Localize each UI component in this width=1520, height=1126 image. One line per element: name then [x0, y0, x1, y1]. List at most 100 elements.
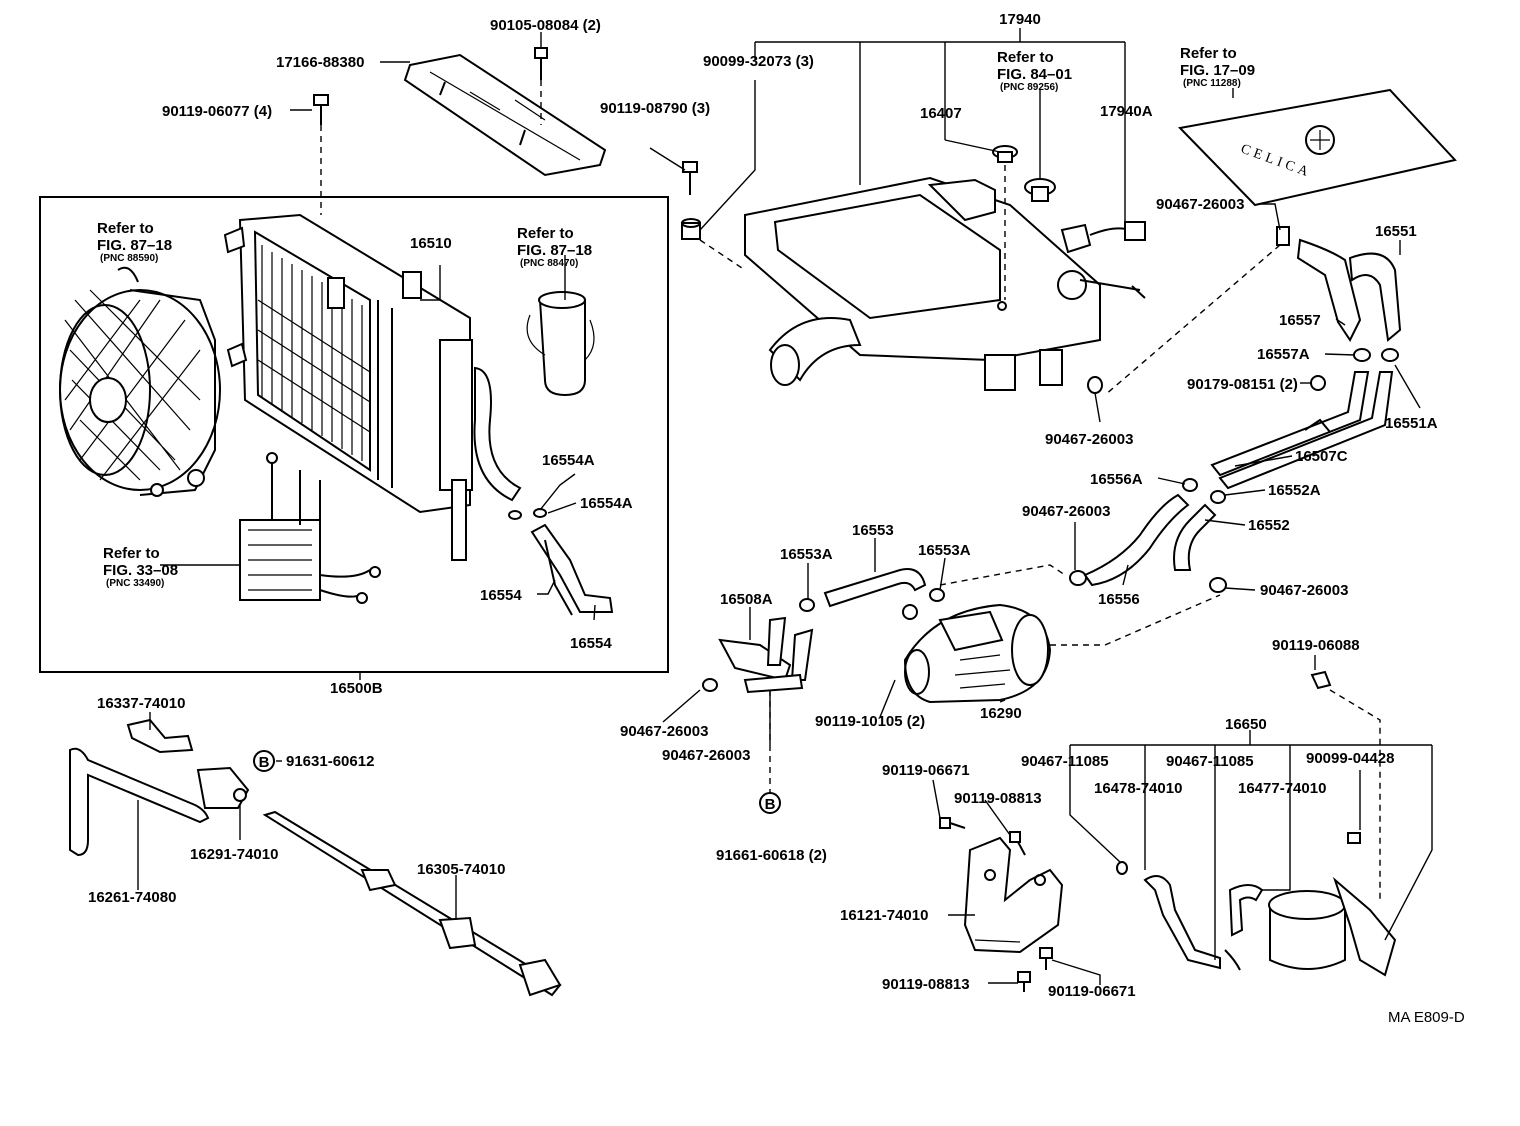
- label-90105-08084: 90105-08084 (2): [490, 17, 601, 34]
- fan-switch-drawing: [526, 291, 595, 397]
- hose-16553-drawing: [823, 568, 927, 608]
- ref-87-18-b-line2: FIG. 87–18: [517, 242, 592, 259]
- heat-shield-drawing: [403, 53, 607, 177]
- label-16290: 16290: [980, 705, 1022, 722]
- label-90119-06671-b: 90119-06671: [1048, 983, 1136, 1000]
- label-90099-04428: 90099-04428: [1306, 750, 1394, 767]
- pipe-16507C-drawing: [1210, 371, 1394, 490]
- label-90119-10105: 90119-10105 (2): [815, 713, 925, 730]
- canister-16650-drawing: [1116, 832, 1397, 977]
- label-16553: 16553: [852, 522, 894, 539]
- diagram-id: MA E809-D: [1388, 1009, 1465, 1026]
- badge-b-lower-letter: B: [765, 796, 776, 813]
- hose-16552-drawing: [1173, 503, 1217, 571]
- label-16478-74010: 16478-74010: [1094, 780, 1182, 797]
- clamp-drawings: [702, 376, 1227, 692]
- engine-cover-drawing: CELICA: [1177, 88, 1457, 207]
- ref-87-18-b-line1: Refer to: [517, 225, 574, 242]
- bolt-90119-06077-drawing: [313, 94, 329, 125]
- label-16291-74010: 16291-74010: [190, 846, 278, 863]
- label-90119-06671-a: 90119-06671: [882, 762, 970, 779]
- label-16554-b: 16554: [570, 635, 612, 652]
- label-16305-74010: 16305-74010: [417, 861, 505, 878]
- label-16551A: 16551A: [1385, 415, 1438, 432]
- plug-16407-drawing: [992, 145, 1018, 163]
- bracket-16337-drawing: [126, 718, 194, 754]
- vsv-16291-drawing: [196, 766, 250, 809]
- label-90467-11085-b: 90467-11085: [1166, 753, 1254, 770]
- reference-notes: Refer to FIG. 87–18 (PNC 88590) Refer to…: [97, 45, 1255, 589]
- label-16508A: 16508A: [720, 591, 773, 608]
- leader-lines: [137, 28, 1433, 985]
- label-16556A: 16556A: [1090, 471, 1143, 488]
- label-16554-a: 16554: [480, 587, 522, 604]
- ref-33-08-pnc: (PNC 33490): [106, 578, 164, 589]
- label-90119-08790: 90119-08790 (3): [600, 100, 710, 117]
- label-16556: 16556: [1098, 591, 1140, 608]
- label-90467-26003-f: 90467-26003: [662, 747, 750, 764]
- ref-84-01-pnc: (PNC 89256): [1000, 82, 1058, 93]
- hose-16551-drawing: [1276, 226, 1402, 391]
- label-90467-26003-b: 90467-26003: [1045, 431, 1133, 448]
- ref-87-18-a-line1: Refer to: [97, 220, 154, 237]
- radiator-cap-drawing: [1024, 178, 1056, 202]
- ref-84-01-line2: FIG. 84–01: [997, 66, 1072, 83]
- label-90119-06077: 90119-06077 (4): [162, 103, 272, 120]
- part-labels: 17940 90105-08084 (2) 17166-88380 90119-…: [88, 11, 1465, 1026]
- label-90179-08151: 90179-08151 (2): [1187, 376, 1298, 393]
- label-91631-60612: 91631-60612: [286, 753, 374, 770]
- intercooler-drawing: [744, 176, 1146, 391]
- ref-17-09-line2: FIG. 17–09: [1180, 62, 1255, 79]
- ref-84-01-line1: Refer to: [997, 49, 1054, 66]
- label-17166-88380: 17166-88380: [276, 54, 364, 71]
- label-90119-08813-a: 90119-08813: [954, 790, 1042, 807]
- ref-87-18-a-pnc: (PNC 88590): [100, 253, 158, 264]
- label-16407: 16407: [920, 105, 962, 122]
- bolt-90119-08790-drawing: [682, 161, 698, 195]
- ref-33-08-line2: FIG. 33–08: [103, 562, 178, 579]
- label-16554A-a: 16554A: [542, 452, 595, 469]
- bolt-90119-06671-a-drawing: [939, 817, 966, 829]
- label-16650: 16650: [1225, 716, 1267, 733]
- label-16121-74010: 16121-74010: [840, 907, 928, 924]
- relay-bundle-drawing: [239, 452, 381, 604]
- grommet-90099-32073-drawing: [681, 218, 701, 240]
- label-16551: 16551: [1375, 223, 1417, 240]
- badge-b-upper-letter: B: [259, 754, 270, 771]
- label-90119-08813-b: 90119-08813: [882, 976, 970, 993]
- radiator-drawing: [223, 213, 522, 561]
- label-16552: 16552: [1248, 517, 1290, 534]
- label-16337-74010: 16337-74010: [97, 695, 185, 712]
- label-16554A-b: 16554A: [580, 495, 633, 512]
- bracket-16121-drawing: [963, 836, 1064, 954]
- label-16500B: 16500B: [330, 680, 383, 697]
- ref-33-08-line1: Refer to: [103, 545, 160, 562]
- radiator-assembly-box: [39, 196, 669, 673]
- bolt-90105-drawing: [534, 47, 548, 80]
- label-17940: 17940: [999, 11, 1041, 28]
- label-17940A: 17940A: [1100, 103, 1153, 120]
- label-90467-11085-a: 90467-11085: [1021, 753, 1109, 770]
- label-16510: 16510: [410, 235, 452, 252]
- label-16553A-b: 16553A: [918, 542, 971, 559]
- label-16477-74010: 16477-74010: [1238, 780, 1326, 797]
- label-90099-32073: 90099-32073 (3): [703, 53, 814, 70]
- ref-87-18-a-line2: FIG. 87–18: [97, 237, 172, 254]
- ref-87-18-b-pnc: (PNC 88470): [520, 258, 578, 269]
- hose-16556-drawing: [1083, 493, 1190, 587]
- hose-16261-drawing: [69, 747, 210, 857]
- badge-b-lower: B: [759, 792, 781, 814]
- label-90467-26003-c: 90467-26003: [1022, 503, 1110, 520]
- label-16261-74080: 16261-74080: [88, 889, 176, 906]
- label-16552A: 16552A: [1268, 482, 1321, 499]
- label-91661-60618: 91661-60618 (2): [716, 847, 827, 864]
- throttle-body-16290-drawing: [902, 603, 1052, 704]
- label-16557A: 16557A: [1257, 346, 1310, 363]
- bolt-90119-06671-b-drawing: [1039, 947, 1053, 970]
- bolt-90119-08813-b-drawing: [1017, 971, 1031, 992]
- label-90467-26003-a: 90467-26003: [1156, 196, 1244, 213]
- label-16507C: 16507C: [1295, 448, 1348, 465]
- bracket-16508A-drawing: [718, 616, 814, 694]
- bolt-90119-06088-drawing: [1310, 670, 1332, 690]
